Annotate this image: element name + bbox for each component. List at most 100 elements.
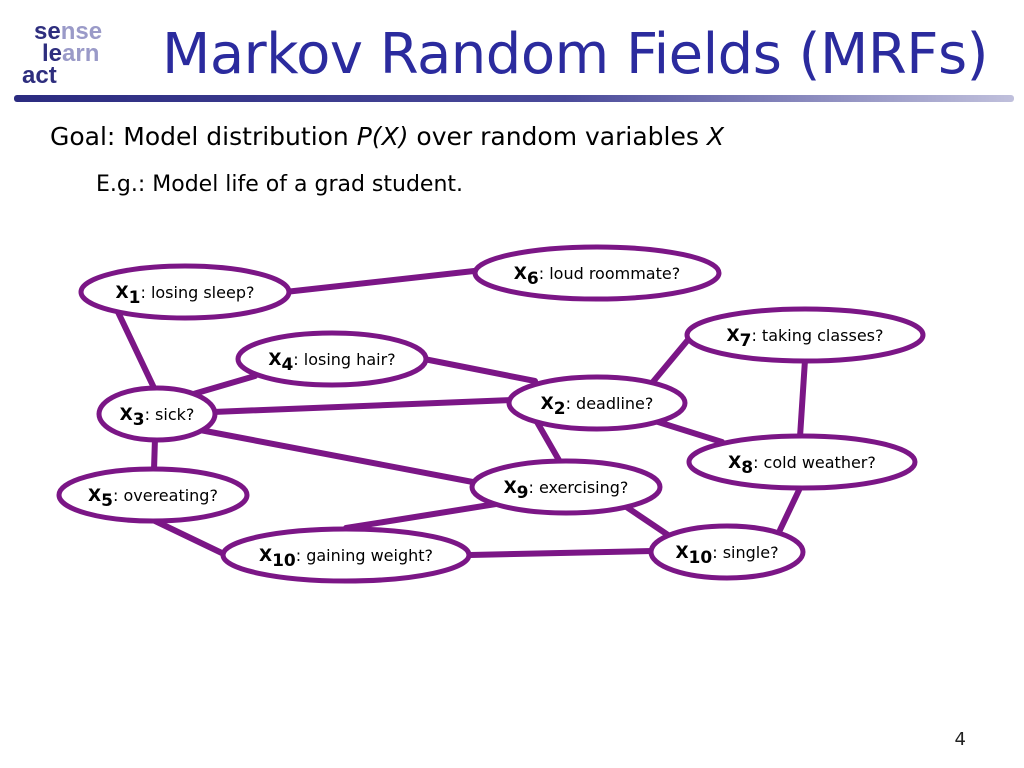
- sense-learn-act-logo: sense learn act: [20, 20, 130, 90]
- node-variable: X: [88, 486, 101, 506]
- node-label: X2: deadline?: [541, 394, 654, 419]
- edge-x1-x6: [282, 267, 486, 295]
- node-subscript: 6: [527, 269, 539, 289]
- node-x8: X8: cold weather?: [686, 433, 918, 491]
- node-text: : losing sleep?: [140, 283, 254, 302]
- edge-x9-x10a: [343, 501, 499, 531]
- node-subscript: 2: [554, 399, 566, 419]
- edge-x4-x3: [187, 373, 258, 398]
- node-ellipse: [686, 433, 918, 491]
- node-x3: X3: sick?: [96, 385, 218, 443]
- logo-text: nse: [60, 18, 103, 45]
- node-variable: X: [504, 478, 517, 498]
- node-variable: X: [116, 283, 129, 303]
- node-text: : deadline?: [566, 394, 654, 413]
- goal-middle: over random variables: [408, 122, 707, 151]
- node-variable: X: [514, 264, 527, 284]
- edge-x4-x2: [421, 356, 538, 384]
- page-number: 4: [954, 729, 966, 750]
- node-label: X7: taking classes?: [727, 326, 884, 351]
- node-subscript: 8: [741, 458, 753, 478]
- node-ellipse: [684, 306, 926, 364]
- node-x9: X9: exercising?: [469, 458, 663, 516]
- node-x4: X4: losing hair?: [235, 330, 429, 388]
- logo-text: se: [34, 18, 61, 45]
- node-subscript: 3: [133, 410, 145, 430]
- node-subscript: 10: [272, 551, 296, 571]
- node-ellipse: [469, 458, 663, 516]
- node-label: X4: losing hair?: [268, 350, 395, 375]
- node-ellipse: [78, 263, 292, 321]
- node-subscript: 1: [129, 288, 141, 308]
- edge-x2-x9: [534, 419, 563, 465]
- node-text: : gaining weight?: [296, 546, 433, 565]
- node-variable: X: [727, 326, 740, 346]
- node-variable: X: [728, 453, 741, 473]
- node-label: X6: loud roommate?: [514, 264, 680, 289]
- node-x7: X7: taking classes?: [684, 306, 926, 364]
- edge-x3-x9: [197, 427, 481, 486]
- node-x10a: X10: gaining weight?: [220, 526, 472, 584]
- node-variable: X: [541, 394, 554, 414]
- logo-text: le: [42, 40, 63, 67]
- goal-text: Goal: Model distribution P(X) over rando…: [50, 122, 724, 151]
- node-x6: X6: loud roommate?: [472, 244, 722, 302]
- goal-x: X: [706, 122, 724, 151]
- node-ellipse: [506, 374, 688, 432]
- title-divider: [14, 95, 1014, 102]
- edge-x1-x3: [114, 307, 158, 393]
- node-x2: X2: deadline?: [506, 374, 688, 432]
- node-text: : single?: [712, 543, 778, 562]
- node-label: X5: overeating?: [88, 486, 218, 511]
- slide-title: Markov Random Fields (MRFs): [162, 22, 988, 87]
- edge-x3-x5: [151, 435, 158, 473]
- node-text: : cold weather?: [753, 453, 876, 472]
- node-subscript: 9: [517, 483, 529, 503]
- node-subscript: 5: [101, 491, 113, 511]
- node-text: : exercising?: [529, 478, 629, 497]
- node-ellipse: [96, 385, 218, 443]
- node-label: X1: losing sleep?: [116, 283, 255, 308]
- edge-x7-x8: [797, 357, 808, 440]
- node-x1: X1: losing sleep?: [78, 263, 292, 321]
- edge-x3-x2: [210, 397, 514, 415]
- node-ellipse: [648, 523, 806, 581]
- edge-x10a-x10b: [467, 548, 655, 558]
- node-variable: X: [120, 405, 133, 425]
- graph-edges: [114, 267, 808, 558]
- node-label: X3: sick?: [120, 405, 195, 430]
- goal-px: P(X): [356, 122, 409, 151]
- node-variable: X: [259, 546, 272, 566]
- logo-text: act: [22, 62, 57, 89]
- node-ellipse: [220, 526, 472, 584]
- node-label: X10: gaining weight?: [259, 546, 433, 571]
- node-variable: X: [675, 543, 688, 563]
- logo-text: arn: [62, 40, 100, 67]
- node-subscript: 10: [689, 548, 713, 568]
- node-ellipse: [472, 244, 722, 302]
- example-text: E.g.: Model life of a grad student.: [96, 172, 464, 197]
- edge-x8-x10b: [777, 485, 803, 533]
- node-ellipse: [56, 466, 250, 524]
- goal-prefix: Goal: Model distribution: [50, 122, 357, 151]
- edge-x5-x10a: [150, 517, 229, 558]
- graph-nodes: X1: losing sleep?X6: loud roommate?X7: t…: [56, 244, 926, 584]
- node-label: X9: exercising?: [504, 478, 629, 503]
- node-ellipse: [235, 330, 429, 388]
- node-text: : overeating?: [113, 486, 218, 505]
- node-label: X8: cold weather?: [728, 453, 876, 478]
- edge-x9-x10b: [622, 503, 674, 540]
- node-x5: X5: overeating?: [56, 466, 250, 524]
- node-text: : loud roommate?: [539, 264, 680, 283]
- node-x10b: X10: single?: [648, 523, 806, 581]
- node-subscript: 4: [281, 355, 293, 375]
- edge-x2-x7: [649, 332, 695, 386]
- node-text: : sick?: [145, 405, 195, 424]
- node-subscript: 7: [740, 331, 752, 351]
- node-variable: X: [268, 350, 281, 370]
- node-text: : taking classes?: [751, 326, 883, 345]
- node-label: X10: single?: [675, 543, 778, 568]
- edge-x2-x8: [652, 418, 725, 445]
- node-text: : losing hair?: [293, 350, 395, 369]
